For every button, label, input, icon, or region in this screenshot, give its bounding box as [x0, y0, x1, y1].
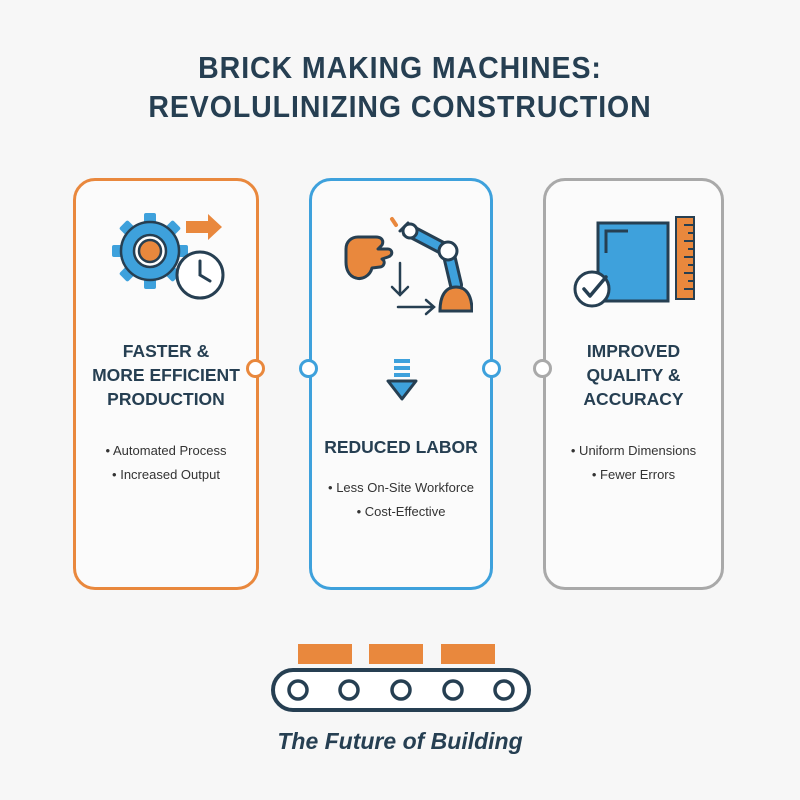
card-faster-production: FASTER & MORE EFFICIENT PRODUCTION • Aut…	[73, 178, 259, 590]
bullet-item: • Uniform Dimensions	[570, 443, 697, 458]
down-arrow-icon	[386, 359, 418, 401]
connector-node	[299, 359, 318, 378]
bullet-item: • Less On-Site Workforce	[328, 480, 474, 495]
connector-node	[482, 359, 501, 378]
conveyor-belt-icon	[271, 644, 531, 712]
card-reduced-labor: REDUCED LABOR • Less On-Site Workforce •…	[309, 178, 493, 590]
connector-node	[533, 359, 552, 378]
bullet-item: • Fewer Errors	[591, 467, 676, 482]
footer-tagline: The Future of Building	[277, 728, 523, 754]
robotic-arm-icon	[344, 217, 473, 316]
card-bullets: • Automated Process • Increased Output	[76, 439, 256, 487]
bullet-item: • Cost-Effective	[356, 504, 446, 519]
card-bullets: • Less On-Site Workforce • Cost-Effectiv…	[312, 476, 490, 524]
page-title: BRICK MAKING MACHINES: REVOLULINIZING CO…	[32, 48, 768, 126]
card-title: REDUCED LABOR	[324, 437, 478, 457]
bullet-item: • Increased Output	[112, 467, 220, 482]
card-title: FASTER & MORE EFFICIENT PRODUCTION	[92, 341, 240, 409]
connector-node	[246, 359, 265, 378]
bullet-item: • Automated Process	[105, 443, 227, 458]
square-ruler-check-icon	[573, 216, 695, 308]
card-bullets: • Uniform Dimensions • Fewer Errors	[546, 439, 721, 487]
card-title: IMPROVED QUALITY & ACCURACY	[583, 341, 684, 409]
gear-clock-icon	[112, 213, 225, 300]
title-line-1: BRICK MAKING MACHINES:	[198, 50, 602, 85]
title-line-2: REVOLULINIZING CONSTRUCTION	[148, 89, 652, 124]
card-improved-quality: IMPROVED QUALITY & ACCURACY • Uniform Di…	[543, 178, 724, 590]
